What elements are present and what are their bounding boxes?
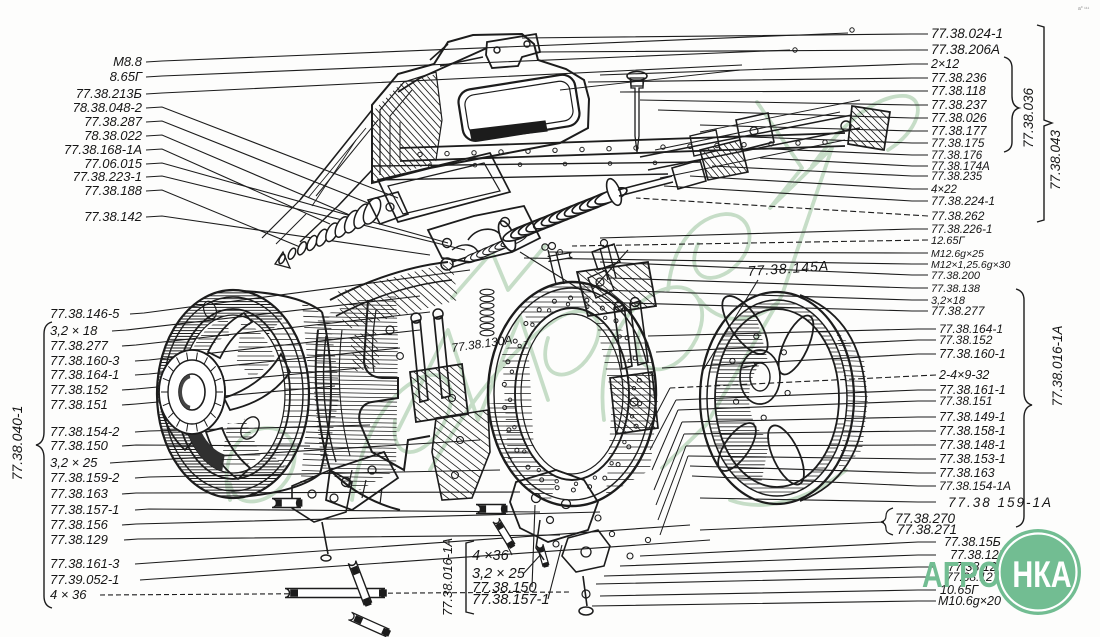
svg-text:77.38.150: 77.38.150 bbox=[50, 438, 109, 453]
svg-text:77.38.163: 77.38.163 bbox=[50, 486, 109, 501]
svg-text:77.38.15Б: 77.38.15Б bbox=[944, 535, 1001, 549]
svg-text:77.38.154-2: 77.38.154-2 bbox=[50, 424, 120, 439]
svg-text:77.38.128: 77.38.128 bbox=[948, 560, 1004, 574]
svg-text:НКА: НКА bbox=[1012, 555, 1071, 596]
svg-text:77.38.161-1: 77.38.161-1 bbox=[939, 383, 1006, 397]
svg-text:a° ¹¹¹: a° ¹¹¹ bbox=[1078, 6, 1089, 12]
svg-text:77.38.175: 77.38.175 bbox=[931, 136, 985, 150]
svg-text:3,2 × 18: 3,2 × 18 bbox=[50, 323, 98, 338]
svg-text:77.38.277: 77.38.277 bbox=[50, 338, 109, 353]
svg-text:3,2×18: 3,2×18 bbox=[931, 295, 966, 307]
svg-text:78.38.022: 78.38.022 bbox=[84, 128, 143, 143]
svg-text:77.38.161-3: 77.38.161-3 bbox=[50, 556, 120, 571]
svg-text:77.38.163: 77.38.163 bbox=[939, 466, 995, 480]
svg-text:77.38.043: 77.38.043 bbox=[1048, 129, 1063, 190]
svg-text:3,2 × 25: 3,2 × 25 bbox=[472, 566, 526, 582]
svg-text:4 ×36: 4 ×36 bbox=[472, 548, 510, 564]
svg-text:77.38.016-1А: 77.38.016-1А bbox=[1050, 325, 1065, 406]
svg-text:77.38.151: 77.38.151 bbox=[50, 397, 108, 412]
svg-text:77.38.224-1: 77.38.224-1 bbox=[931, 194, 995, 208]
svg-text:77.38.026: 77.38.026 bbox=[931, 111, 987, 125]
svg-text:10.65Г: 10.65Г bbox=[940, 583, 979, 597]
svg-text:77.38.148-1: 77.38.148-1 bbox=[939, 438, 1006, 452]
svg-text:77.38.206А: 77.38.206А bbox=[931, 42, 1000, 57]
svg-text:АГРО: АГРО bbox=[922, 554, 1000, 595]
svg-text:М10.6g×20: М10.6g×20 bbox=[938, 594, 1001, 608]
svg-text:77.38.159-2: 77.38.159-2 bbox=[50, 470, 120, 485]
svg-text:77.38.174А: 77.38.174А bbox=[931, 161, 990, 173]
svg-text:77.38.151: 77.38.151 bbox=[939, 394, 992, 408]
svg-text:77.38.149-1: 77.38.149-1 bbox=[939, 410, 1006, 424]
svg-text:77.06.015: 77.06.015 bbox=[84, 156, 143, 171]
svg-text:77.38.152: 77.38.152 bbox=[939, 333, 993, 347]
svg-text:77.38.145A: 77.38.145A bbox=[747, 257, 830, 279]
svg-text:77.38.235: 77.38.235 bbox=[931, 171, 983, 183]
svg-text:77.38.150: 77.38.150 bbox=[472, 580, 537, 596]
svg-text:77.39.052-1: 77.39.052-1 bbox=[50, 572, 119, 587]
svg-text:77.38.237: 77.38.237 bbox=[931, 98, 988, 112]
svg-text:77.38.277: 77.38.277 bbox=[931, 304, 986, 318]
svg-text:77.38.188: 77.38.188 bbox=[84, 183, 143, 198]
svg-text:77.38.176: 77.38.176 bbox=[931, 150, 983, 162]
svg-text:77.38.226-1: 77.38.226-1 bbox=[931, 224, 992, 236]
svg-text:77.38.177: 77.38.177 bbox=[931, 124, 988, 138]
svg-text:77.38.158-1: 77.38.158-1 bbox=[939, 424, 1006, 438]
svg-text:4×22: 4×22 bbox=[931, 184, 958, 196]
svg-text:77.38.152: 77.38.152 bbox=[50, 382, 109, 397]
svg-text:М12.6g×25: М12.6g×25 bbox=[931, 248, 984, 260]
svg-text:77.38 159-1А: 77.38 159-1А bbox=[948, 495, 1053, 510]
svg-text:77.38.156: 77.38.156 bbox=[50, 517, 109, 532]
svg-text:77.38.138: 77.38.138 bbox=[931, 283, 981, 295]
svg-text:77.38.127: 77.38.127 bbox=[946, 570, 1001, 584]
svg-text:77.38.142: 77.38.142 bbox=[84, 209, 143, 224]
svg-text:77.38.146-5: 77.38.146-5 bbox=[50, 306, 120, 321]
svg-text:77.38.213Б: 77.38.213Б bbox=[76, 86, 143, 101]
svg-text:77.38.016-1А: 77.38.016-1А bbox=[440, 538, 455, 616]
svg-text:77.38.153-1: 77.38.153-1 bbox=[939, 452, 1006, 466]
svg-text:77.38.270: 77.38.270 bbox=[895, 511, 956, 526]
svg-text:77.38.154-1А: 77.38.154-1А bbox=[939, 479, 1011, 493]
svg-text:2×12: 2×12 bbox=[930, 57, 959, 71]
svg-text:77.38.164-1: 77.38.164-1 bbox=[939, 322, 1003, 336]
svg-text:М8.8: М8.8 bbox=[113, 54, 143, 69]
svg-text:77.38.236: 77.38.236 bbox=[931, 71, 987, 85]
svg-text:77.38.160-3: 77.38.160-3 bbox=[50, 353, 120, 368]
svg-text:77.38.160-1: 77.38.160-1 bbox=[939, 347, 1006, 361]
svg-text:77.38.262: 77.38.262 bbox=[931, 209, 985, 223]
svg-text:77.38.118: 77.38.118 bbox=[931, 84, 986, 98]
svg-text:4 × 36: 4 × 36 bbox=[50, 587, 87, 602]
svg-text:2-4×9-32: 2-4×9-32 bbox=[938, 368, 989, 382]
svg-text:М12×1,25.6g×30: М12×1,25.6g×30 bbox=[931, 259, 1011, 271]
svg-text:77.38.040-1: 77.38.040-1 bbox=[9, 406, 25, 481]
svg-text:77.38.157-1: 77.38.157-1 bbox=[472, 592, 549, 608]
svg-text:3,2 × 25: 3,2 × 25 bbox=[50, 455, 98, 470]
svg-text:77.38.157-1: 77.38.157-1 bbox=[50, 502, 119, 517]
svg-text:77.38.129: 77.38.129 bbox=[50, 532, 108, 547]
svg-text:77.38.024-1: 77.38.024-1 bbox=[931, 26, 1003, 41]
svg-text:77.38.164-1: 77.38.164-1 bbox=[50, 367, 119, 382]
svg-text:77.38.271: 77.38.271 bbox=[897, 522, 957, 537]
svg-text:77.38.168-1А: 77.38.168-1А bbox=[64, 142, 142, 157]
svg-text:78.38.048-2: 78.38.048-2 bbox=[73, 100, 143, 115]
svg-text:77.38.200: 77.38.200 bbox=[931, 270, 981, 282]
svg-text:8.65Г: 8.65Г bbox=[110, 69, 143, 84]
svg-text:77.38.287: 77.38.287 bbox=[84, 114, 143, 129]
svg-text:77.38.036: 77.38.036 bbox=[1021, 87, 1036, 148]
svg-text:12.65Г: 12.65Г bbox=[931, 235, 966, 247]
svg-text:77.38.223-1: 77.38.223-1 bbox=[73, 169, 142, 184]
